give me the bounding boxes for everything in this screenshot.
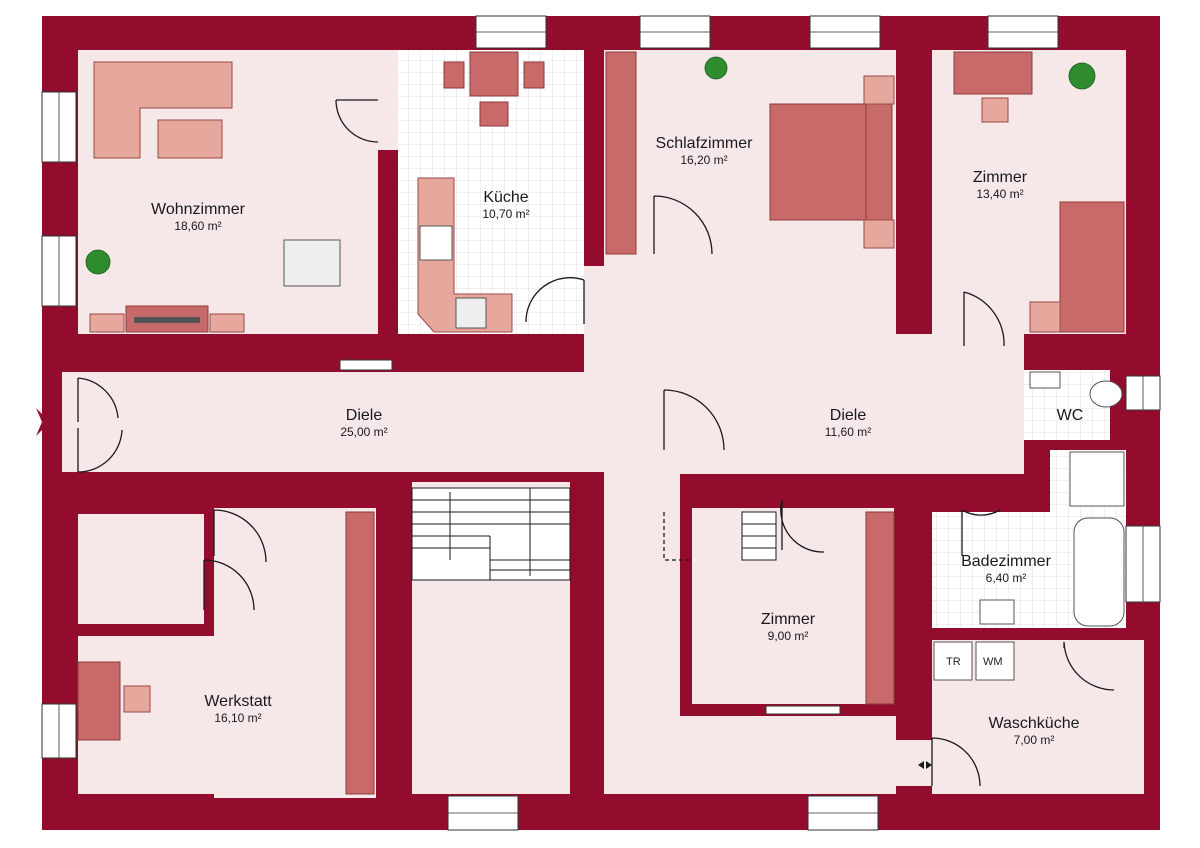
dining-table: [469, 51, 519, 97]
bath-sink: [979, 599, 1015, 625]
coffee-table: [157, 119, 223, 159]
door-wohnzimmer: [335, 99, 379, 143]
door-entrance: [77, 377, 123, 473]
washer-label: WM: [983, 656, 1003, 668]
wardrobe-schlafzimmer: [605, 51, 637, 255]
floor-passage-south: [604, 716, 896, 794]
plant-schlafzimmer-icon: [704, 56, 728, 80]
room-name-zimmer-s: Zimmer: [761, 611, 816, 628]
floor-zimmer-s: [692, 508, 894, 704]
workbench: [77, 661, 121, 741]
sink: [455, 297, 487, 329]
tv-screen: [134, 317, 200, 323]
sofa-corner: [93, 61, 233, 159]
toilet: [1089, 380, 1123, 408]
room-area-wohnzimmer: 18,60 m²: [174, 219, 221, 233]
nightstand-top: [863, 75, 895, 105]
nightstand-bottom: [863, 219, 895, 249]
door-waschkueche-south: [931, 737, 981, 787]
washer: [975, 641, 1015, 681]
windows: [41, 15, 1161, 831]
door-waschkueche: [1063, 641, 1115, 691]
floor-wohnzimmer-niche: [378, 50, 398, 150]
dryer-label: TR: [946, 656, 961, 668]
shower: [1069, 451, 1125, 507]
room-area-werkstatt: 16,10 m²: [214, 711, 261, 725]
door-badezimmer: [961, 509, 1001, 556]
room-area-kueche: 10,70 m²: [482, 207, 529, 221]
bed-side-table: [1029, 301, 1061, 333]
wardrobe-zimmer-s: [865, 511, 895, 705]
dining-chair-left: [443, 61, 465, 89]
plant-zimmer-icon: [1068, 62, 1096, 90]
dining-chair-bottom: [479, 101, 509, 127]
furniture: TR WM: [77, 51, 1125, 795]
wardrobe-werkstatt: [345, 511, 375, 795]
room-name-zimmer-ne: Zimmer: [973, 169, 1028, 186]
plant-wohnzimmer-icon: [85, 249, 111, 275]
room-area-zimmer-ne: 13,40 m²: [976, 187, 1023, 201]
window-inner-2: [765, 705, 841, 715]
shelf-left: [89, 313, 125, 333]
chair-zimmer-ne: [981, 97, 1009, 123]
single-bed: [1059, 201, 1125, 333]
small-stair-treads: [742, 523, 776, 549]
door-kueche: [525, 277, 585, 324]
double-arrow-icon: [918, 761, 932, 769]
door-schlafzimmer: [653, 195, 713, 255]
dining-chair-right: [523, 61, 545, 89]
room-name-wc: WC: [1057, 407, 1084, 424]
door-zimmer-ne: [963, 291, 1005, 347]
room-name-wohnzimmer: Wohnzimmer: [151, 201, 246, 218]
room-name-kueche: Küche: [483, 189, 528, 206]
window-inner-1: [339, 359, 393, 371]
floor-diele-w: [62, 372, 664, 472]
door-werkstatt: [203, 559, 255, 611]
room-name-schlafzimmer: Schlafzimmer: [656, 135, 754, 152]
room-name-werkstatt: Werkstatt: [204, 693, 272, 710]
shelf-right: [209, 313, 245, 333]
floor-werkstatt-closet: [78, 514, 204, 624]
stair-outline: [411, 487, 571, 581]
workbench-stool: [123, 685, 151, 713]
room-area-schlafzimmer: 16,20 m²: [680, 153, 727, 167]
staircase: [411, 487, 777, 581]
stair-walkline: [449, 488, 531, 576]
entrance-arrow-icon: [36, 408, 50, 436]
room-name-diele-e: Diele: [830, 407, 867, 424]
bed-headboard: [865, 103, 893, 221]
door-stair-dashed: [663, 512, 692, 561]
doors: [77, 99, 1115, 787]
plants: [85, 56, 1096, 275]
door-diele-center: [663, 389, 725, 451]
floor-diele-e-south: [1000, 334, 1024, 474]
room-area-waschkueche: 7,00 m²: [1014, 733, 1055, 747]
room-name-waschkueche: Waschküche: [989, 715, 1080, 732]
double-bed: [769, 103, 867, 221]
floor-diele-corridor: [964, 290, 1004, 374]
room-name-diele-w: Diele: [346, 407, 383, 424]
kitchen-counter: [417, 177, 513, 333]
fireplace: [283, 239, 341, 287]
room-area-zimmer-s: 9,00 m²: [768, 629, 809, 643]
room-area-badezimmer: 6,40 m²: [986, 571, 1027, 585]
bathtub: [1073, 517, 1125, 627]
door-werkstatt-closet: [213, 509, 267, 563]
room-name-badezimmer: Badezimmer: [961, 553, 1051, 570]
dryer: [933, 641, 973, 681]
wc-basin: [1029, 371, 1061, 389]
room-area-diele-w: 25,00 m²: [340, 425, 387, 439]
stove: [419, 225, 453, 261]
desk-zimmer-ne: [953, 51, 1033, 95]
room-area-diele-e: 11,60 m²: [825, 425, 871, 439]
door-zimmer-s: [780, 499, 825, 553]
